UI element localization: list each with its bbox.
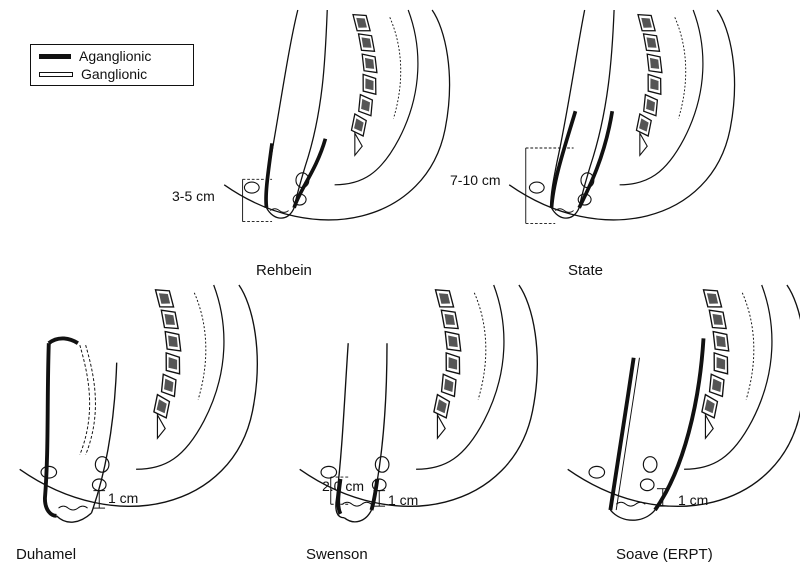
legend-row-ganglionic: Ganglionic	[39, 65, 147, 83]
swenson-measure-upper: 2.0 cm	[322, 478, 365, 494]
caption-rehbein: Rehbein	[256, 262, 312, 279]
panel-rehbein	[224, 10, 449, 223]
caption-swenson: Swenson	[306, 546, 368, 563]
caption-state: State	[568, 262, 604, 279]
aganglionic-swatch	[39, 53, 71, 59]
swenson-measure-lower: 1 cm	[388, 492, 419, 508]
legend-row-aganglionic: Aganglionic	[39, 47, 151, 65]
legend-label-aganglionic: Aganglionic	[79, 48, 152, 64]
soave-measure: 1 cm	[678, 492, 709, 508]
ganglionic-swatch	[39, 71, 73, 77]
panel-soave	[568, 285, 800, 521]
panel-state	[509, 10, 734, 224]
legend-label-ganglionic: Ganglionic	[81, 66, 148, 82]
rehbein-measure: 3-5 cm	[172, 188, 215, 204]
panel-swenson	[300, 285, 538, 523]
panel-duhamel	[20, 285, 258, 523]
state-measure: 7-10 cm	[450, 172, 501, 188]
legend: Aganglionic Ganglionic	[30, 44, 194, 86]
caption-duhamel: Duhamel	[16, 546, 77, 563]
duhamel-measure: 1 cm	[108, 490, 139, 506]
caption-soave: Soave (ERPT)	[616, 546, 713, 563]
